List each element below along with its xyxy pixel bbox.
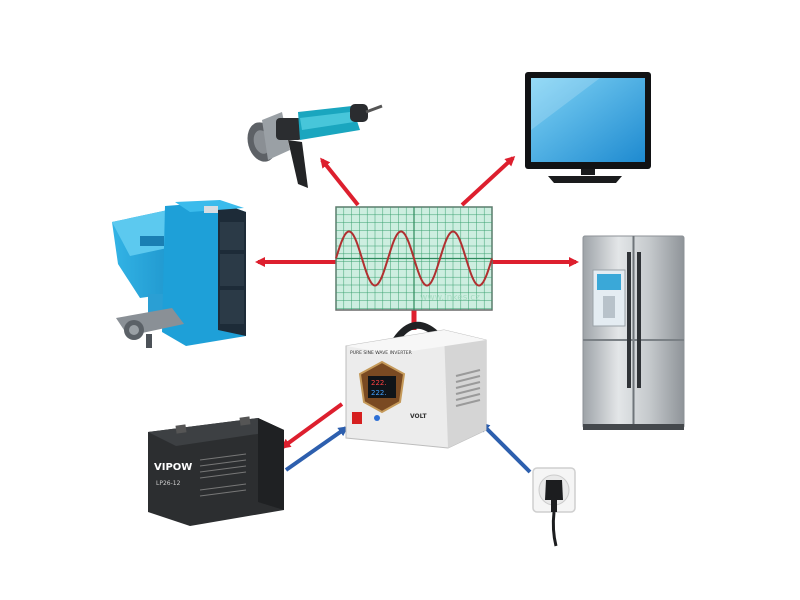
watermark-text: www.inkes.cz xyxy=(420,293,480,303)
wall-socket-image xyxy=(532,467,576,547)
angle-grinder-image xyxy=(247,104,383,188)
battery-brand: VIPOW xyxy=(154,462,192,473)
battery-model: LP26-12 xyxy=(156,480,181,487)
flow-arrows xyxy=(255,155,579,474)
arrow-inverter-to-battery xyxy=(280,402,344,449)
inverter-indicator-light xyxy=(374,415,380,421)
inverter-power-switch xyxy=(352,412,362,424)
inverter-unit: PURE SINE WAVE INVERTER 222. 222. VOLT xyxy=(345,321,487,449)
arrow-battery-to-inverter xyxy=(284,426,349,472)
arrow-socket-to-inverter xyxy=(479,421,532,474)
inverter-brand: VOLT xyxy=(410,413,427,420)
pellet-boiler-image xyxy=(112,200,246,348)
oscilloscope-screen: www.inkes.cz xyxy=(335,206,493,311)
arrow-to-grinder xyxy=(320,157,360,207)
battery-image: VIPOW LP26-12 xyxy=(148,416,284,526)
inverter-display-top: 222. xyxy=(371,379,387,387)
inverter-header-text: PURE SINE WAVE INVERTER xyxy=(350,350,412,356)
inverter-handle xyxy=(393,321,439,343)
arrow-to-tv xyxy=(460,155,516,207)
refrigerator-image xyxy=(582,235,685,430)
inverter-vents xyxy=(455,369,481,407)
power-plug xyxy=(545,480,563,500)
inverter-display-bottom: 222. xyxy=(371,389,387,397)
television-image xyxy=(525,72,651,183)
sine-wave-trace xyxy=(335,230,493,287)
